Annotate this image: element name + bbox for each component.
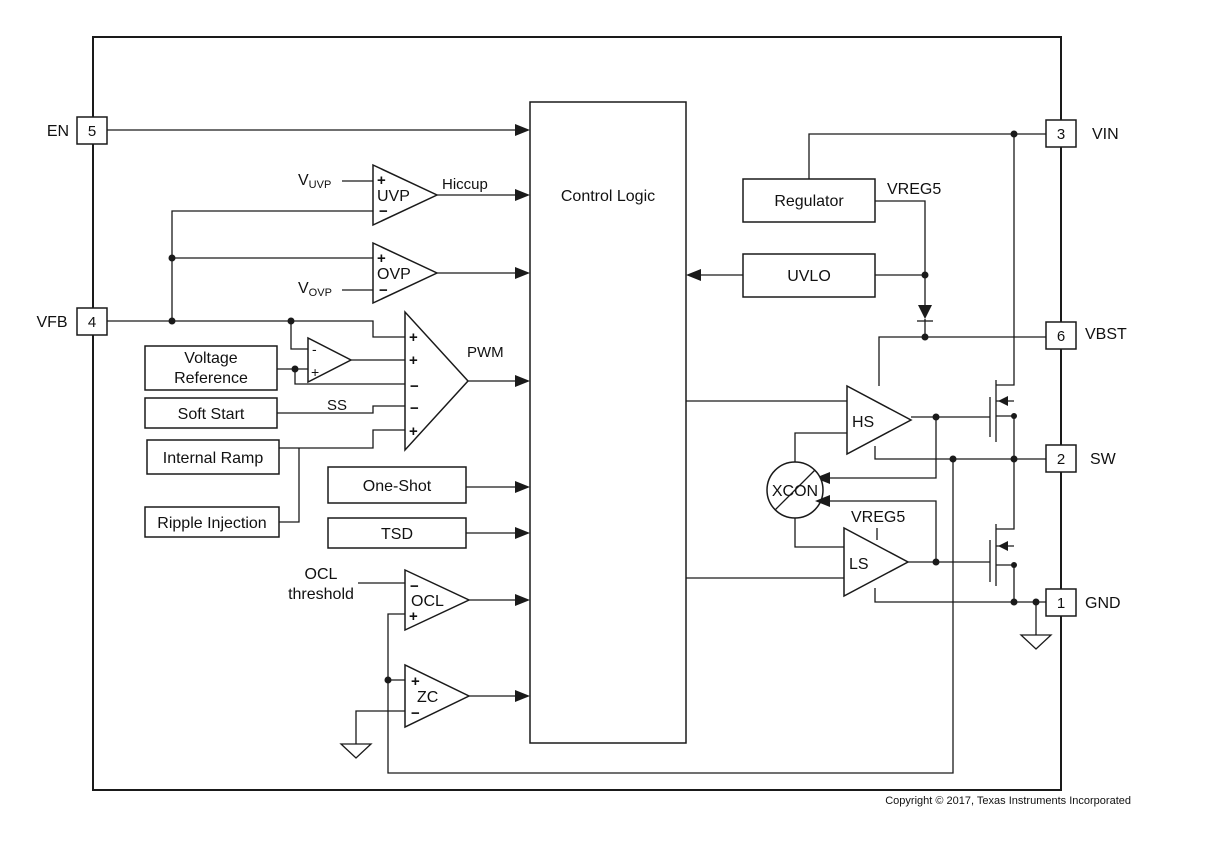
svg-text:+: + [409,608,418,625]
pin-vbst-name: VBST [1085,326,1127,343]
ground-icon [339,743,373,759]
voltage-reference-line2: Reference [174,370,248,387]
hiccup-label: Hiccup [442,176,488,193]
ocl-label: OCL [411,593,444,610]
soft-start-label: Soft Start [178,406,245,423]
ovp-label: OVP [377,266,411,283]
low-side-mosfet-icon [989,459,1017,602]
tsd-label: TSD [381,526,413,543]
one-shot-label: One-Shot [363,478,432,495]
bootstrap-diode-icon [918,305,932,319]
ocl-threshold-line1: OCL [305,566,338,583]
control-logic-block [529,101,687,744]
control-logic-label: Control Logic [561,188,655,205]
svg-text:−: − [379,282,388,299]
copyright-notice: Copyright © 2017, Texas Instruments Inco… [885,795,1131,807]
hs-label: HS [852,414,874,431]
pin-en: 5 EN [47,116,108,145]
high-side-mosfet-icon [989,134,1017,459]
pin-vbst: 6 VBST [1045,321,1127,350]
hs-driver: HS [846,384,913,456]
xcon-block: XCON [766,461,824,519]
zc-label: ZC [417,689,438,706]
vreg5-ls-label: VREG5 [851,509,905,526]
pin-gnd: 1 GND [1045,588,1121,617]
pin-sw: 2 SW [1045,444,1117,473]
pin-vin-number: 3 [1057,126,1065,143]
uvp-label: UVP [377,188,410,205]
pwm-comparator: + + − − + [404,310,470,452]
pin-en-number: 5 [88,123,96,140]
vreg5-top-label: VREG5 [887,181,941,198]
ls-label: LS [849,556,869,573]
pin-vfb-name: VFB [36,314,67,331]
ocl-comparator: − + OCL [404,568,471,632]
svg-text:+: + [409,329,418,346]
regulator-block [742,178,876,223]
pin-gnd-number: 1 [1057,595,1065,612]
ocl-threshold-line2: threshold [288,586,354,603]
pin-vin-name: VIN [1092,126,1119,143]
pin-gnd-name: GND [1085,595,1121,612]
pin-en-name: EN [47,123,69,140]
soft-start-block [144,397,278,429]
svg-text:-: - [312,341,317,357]
tsd-block [327,517,467,549]
vovp-label: VOVP [298,280,332,299]
voltage-reference-block [144,345,278,391]
ls-driver: LS [843,526,910,598]
package-outline [92,36,1062,791]
vuvp-label: VUVP [298,172,331,191]
svg-text:−: − [379,203,388,220]
svg-text:+: + [409,352,418,369]
pwm-label: PWM [467,344,504,361]
pin-vfb-number: 4 [88,314,96,331]
pin-vin: 3 VIN [1045,119,1119,148]
pin-sw-number: 2 [1057,451,1065,468]
zc-comparator: + − ZC [404,663,471,729]
regulator-label: Regulator [774,193,844,210]
uvlo-block [742,253,876,298]
ripple-injection-label: Ripple Injection [157,515,266,532]
vfb-wire [107,320,405,338]
en-arrow [515,124,530,136]
svg-text:+: + [411,673,420,690]
xcon-label: XCON [772,483,818,500]
ripple-injection-block [144,506,280,538]
voltage-reference-line1: Voltage [184,350,237,367]
ovp-comparator: + − OVP [372,241,439,305]
uvlo-label: UVLO [787,268,831,285]
internal-ramp-label: Internal Ramp [163,450,264,467]
svg-text:+: + [377,250,386,267]
ss-label: SS [327,397,347,414]
pin-sw-name: SW [1090,451,1117,468]
uvp-comparator: + − UVP [372,163,439,227]
svg-text:+: + [409,423,418,440]
internal-ramp-block [146,439,280,475]
error-amp: - + [307,336,353,384]
svg-text:+: + [377,172,386,189]
pin-vbst-number: 6 [1057,328,1065,345]
svg-text:+: + [311,364,319,380]
svg-text:−: − [410,578,419,595]
svg-text:−: − [410,378,419,395]
svg-text:−: − [411,705,420,722]
gnd-ground-icon [1019,634,1053,650]
one-shot-block [327,466,467,504]
svg-text:−: − [410,400,419,417]
pin-vfb: 4 VFB [36,307,108,336]
